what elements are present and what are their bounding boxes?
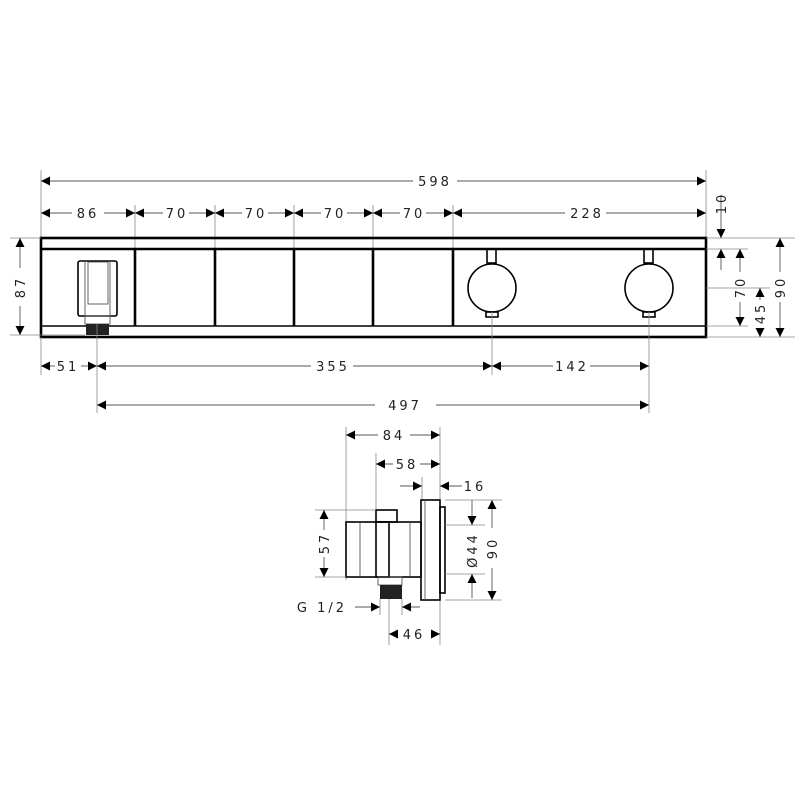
dim-knob-spacing: 142 bbox=[555, 360, 589, 375]
svg-text:70: 70 bbox=[166, 207, 189, 222]
valve-body bbox=[345, 509, 422, 599]
dim-plate-height: 90 bbox=[486, 537, 501, 560]
dim-outlet-offset: 51 bbox=[57, 360, 80, 375]
svg-text:70: 70 bbox=[324, 207, 347, 222]
thread-label: G 1/2 bbox=[297, 601, 347, 616]
dim-depth-body: 58 bbox=[396, 458, 419, 473]
dim-overall-width: 598 bbox=[418, 175, 452, 190]
cover-plate bbox=[420, 499, 446, 601]
dim-height-left: 87 bbox=[14, 276, 29, 299]
hose-outlet-icon bbox=[77, 260, 118, 335]
dim-knob-diameter: Ø44 bbox=[466, 532, 481, 568]
dim-outlet-to-knob2: 497 bbox=[388, 399, 422, 414]
dim-top-rail: 10 bbox=[715, 192, 730, 215]
svg-text:228: 228 bbox=[570, 207, 604, 222]
panel-outline bbox=[39, 236, 708, 339]
dim-thread-offset: 46 bbox=[403, 628, 426, 643]
segment-dimensions: 86 70 70 70 70 228 bbox=[41, 207, 706, 222]
front-view: 598 86 70 70 70 70 228 87 bbox=[10, 170, 795, 414]
thermostat-knob-icon bbox=[467, 248, 517, 318]
dim-overall-height: 90 bbox=[774, 276, 789, 299]
svg-text:86: 86 bbox=[77, 207, 100, 222]
dim-body-height: 57 bbox=[318, 532, 333, 555]
dim-knob-center: 45 bbox=[754, 302, 769, 325]
dim-outlet-to-knob1: 355 bbox=[316, 360, 350, 375]
dim-plate-thickness: 16 bbox=[464, 480, 487, 495]
dim-depth-overall: 84 bbox=[383, 429, 406, 444]
dim-inner-height: 70 bbox=[734, 276, 749, 299]
side-view: 84 58 16 57 Ø44 90 G 1/2 bbox=[297, 427, 502, 645]
svg-text:70: 70 bbox=[245, 207, 268, 222]
volume-knob-icon bbox=[624, 248, 674, 318]
svg-text:70: 70 bbox=[403, 207, 426, 222]
